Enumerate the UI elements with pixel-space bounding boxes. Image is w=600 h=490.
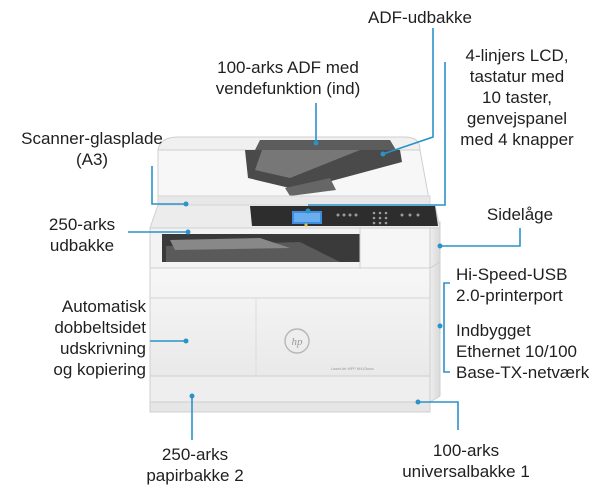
duplex-printing-line-1: Automatisk [61, 297, 146, 316]
label-adf-duplex: 100-arks ADF med vendefunktion (ind) [200, 57, 376, 99]
usb-port-line-2: 2.0-printerport [456, 286, 563, 305]
label-paper-tray-2: 250-arks papirbakke 2 [135, 444, 255, 486]
paper-tray-2 [149, 267, 431, 377]
label-usb-port: Hi-Speed-USB 2.0-printerport [456, 264, 596, 306]
lcd-panel-line-2: tastatur med [469, 67, 565, 86]
hp-logo-icon: hp [284, 328, 310, 354]
ethernet-line-2: Ethernet 10/100 [456, 342, 577, 361]
brand-logo-text: hp [292, 336, 304, 348]
output-bin-line-1: 250-arks [48, 215, 116, 234]
ethernet-line-3: Base-TX-netværk [456, 363, 590, 382]
label-output-bin: 250-arks udbakke [34, 214, 130, 256]
label-duplex-printing: Automatisk dobbeltsidet udskrivning og k… [6, 296, 146, 380]
label-universal-tray-1: 100-arks universalbakke 1 [386, 440, 546, 482]
paper-tray-2-line-1: 250-arks [161, 445, 229, 464]
label-lcd-panel: 4-linjers LCD, tastatur med 10 taster, g… [452, 45, 582, 150]
side-door-text: Sidelåge [486, 205, 554, 224]
scanner-glass-line-1: Scanner-glasplade [21, 129, 163, 148]
universal-tray-1-line-2: universalbakke 1 [402, 462, 530, 481]
lcd-panel-line-4: genvejspanel [466, 109, 568, 128]
model-label: LaserJet MFP M443nda [331, 366, 374, 371]
lcd-panel-line-1: 4-linjers LCD, [465, 46, 569, 65]
adf-output-tray-text: ADF-udbakke [368, 8, 472, 27]
label-adf-output-tray: ADF-udbakke [360, 7, 480, 28]
universal-tray-1-line-1: 100-arks [432, 441, 500, 460]
scanner-glass-line-2: (A3) [75, 150, 109, 169]
label-side-door: Sidelåge [470, 204, 570, 225]
duplex-printing-line-4: og kopiering [53, 360, 146, 379]
output-bin-line-2: udbakke [49, 236, 115, 255]
paper-tray-2-line-2: papirbakke 2 [146, 466, 244, 485]
lcd-panel-line-3: 10 taster, [482, 88, 552, 107]
label-scanner-glass: Scanner-glasplade (A3) [6, 128, 178, 170]
usb-port-line-1: Hi-Speed-USB [456, 265, 568, 284]
duplex-printing-line-3: udskrivning [60, 339, 146, 358]
adf-duplex-line-2: vendefunktion (ind) [215, 79, 361, 98]
lcd-panel-line-5: med 4 knapper [460, 130, 574, 149]
label-ethernet: Indbygget Ethernet 10/100 Base-TX-netvær… [456, 320, 596, 383]
adf-duplex-line-1: 100-arks ADF med [217, 58, 359, 77]
ethernet-line-1: Indbygget [456, 321, 531, 340]
duplex-printing-line-2: dobbeltsidet [54, 318, 146, 337]
